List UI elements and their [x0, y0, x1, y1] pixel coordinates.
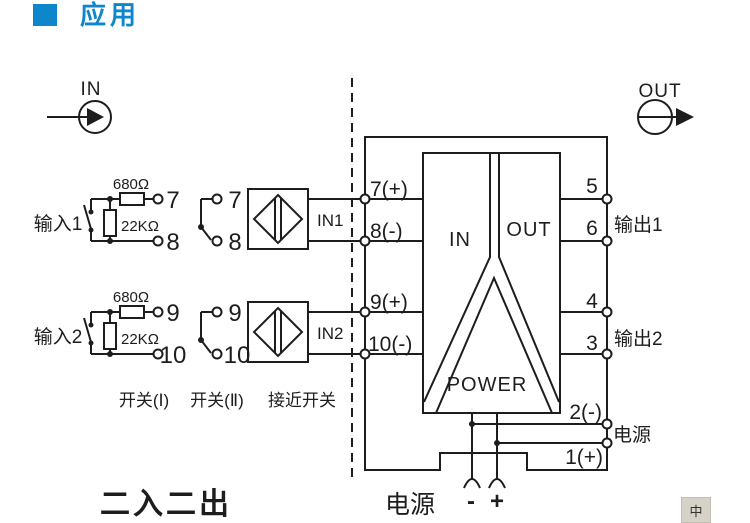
resistor-680-label-2: 680Ω — [113, 289, 149, 306]
module-terminal-6: 6 — [586, 217, 598, 240]
module-out-label: OUT — [506, 219, 551, 241]
module-terminal-7: 7(+) — [370, 178, 408, 201]
terminal-7-label-b: 7 — [228, 187, 241, 214]
module-terminal-1: 1(+) — [565, 446, 603, 469]
terminal-9-label-a: 9 — [166, 300, 179, 327]
switch2-caption: 开关(Ⅱ) — [190, 391, 244, 410]
proximity-sensor-2: IN2 — [247, 301, 343, 363]
switch2-contact-upper: 7 8 — [198, 187, 242, 256]
section-bullet-square — [33, 4, 57, 26]
out-flow-label: OUT — [638, 81, 681, 102]
terminal-8-label-b: 8 — [228, 229, 241, 256]
module-terminal-4: 4 — [586, 290, 598, 313]
resistor-22k-label-2: 22KΩ — [121, 331, 159, 348]
language-badge[interactable]: 中 — [681, 497, 711, 523]
terminal-10-label-b: 10 — [224, 342, 251, 369]
signal-in-icon: IN — [47, 79, 112, 134]
module-terminal-2: 2(-) — [569, 401, 602, 424]
power-minus-sign: - — [467, 488, 475, 515]
in-flow-label: IN — [81, 79, 102, 100]
output1-label: 输出1 — [614, 214, 663, 236]
sensor1-label: IN1 — [317, 211, 343, 230]
signal-out-icon: OUT — [637, 81, 694, 135]
terminal-8-label-a: 8 — [166, 229, 179, 256]
module-terminal-5: 5 — [586, 175, 598, 198]
mode-caption: 二入二出 — [100, 488, 232, 521]
input1-resistor-network: 680Ω 22KΩ 输入1 7 8 — [34, 176, 180, 256]
terminal-7-label-a: 7 — [166, 187, 179, 214]
module-terminal-8: 8(-) — [370, 220, 403, 243]
power-plus-sign: + — [490, 488, 504, 515]
proximity-sensor-1: IN1 — [247, 188, 343, 250]
module-terminal-10: 10(-) — [368, 333, 412, 356]
isolator-module: IN OUT POWER — [359, 136, 613, 489]
module-terminal-3: 3 — [586, 332, 598, 355]
module-terminal-9: 9(+) — [370, 291, 408, 314]
input2-label: 输入2 — [34, 326, 83, 348]
power-supply-right-label: 电源 — [613, 424, 651, 446]
switch1-caption: 开关(Ⅰ) — [119, 391, 169, 410]
output2-label: 输出2 — [614, 328, 663, 350]
section-title: 应用 — [80, 0, 141, 30]
power-supply-bottom-label: 电源 — [385, 491, 435, 519]
terminal-9-label-b: 9 — [228, 300, 241, 327]
module-in-label: IN — [449, 229, 471, 251]
terminal-10-label-a: 10 — [160, 342, 187, 369]
input2-resistor-network: 680Ω 22KΩ 输入2 9 10 — [34, 289, 187, 369]
language-badge-text: 中 — [689, 503, 703, 519]
module-power-label: POWER — [447, 374, 528, 396]
sensor2-label: IN2 — [317, 324, 343, 343]
resistor-680-label-1: 680Ω — [113, 176, 149, 193]
resistor-22k-label-1: 22KΩ — [121, 218, 159, 235]
proximity-caption: 接近开关 — [268, 391, 336, 410]
switch2-contact-lower: 9 10 — [198, 300, 250, 369]
input1-label: 输入1 — [34, 213, 83, 235]
